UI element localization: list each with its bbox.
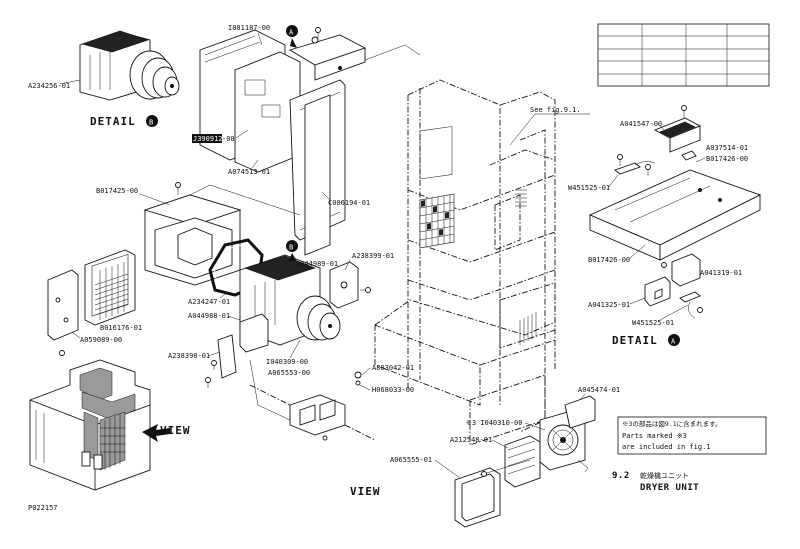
clip-A037514 — [681, 150, 697, 161]
drawing-number: P022157 — [28, 504, 58, 512]
figure-title-jp: 乾燥機ユニット — [640, 471, 689, 480]
part-label-J390912-suffix: -00 — [222, 135, 235, 143]
note-box: ※3の部品は図9.1に含まれます。 Parts marked ※3 are in… — [617, 416, 767, 455]
top-bracket — [288, 34, 367, 81]
part-label-A234256: A234256-01 — [28, 82, 70, 90]
detail-b-title: DETAIL — [90, 115, 136, 128]
callout-b-badge — [146, 115, 158, 127]
callout-a-badge-top — [286, 25, 298, 37]
view-arrow-label: VIEW — [160, 424, 191, 437]
part-label-I040309: I040309-00 — [266, 358, 308, 366]
sensor-W451525-bottom — [679, 291, 701, 319]
screws — [59, 27, 703, 388]
part-label-B017426-left: B017426-00 — [588, 256, 630, 264]
part-label-H068033: H068033-00 — [372, 386, 414, 394]
part-label-B016176: B016176-01 — [100, 324, 142, 332]
part-label-I081187: I081187-00 — [228, 24, 270, 32]
part-label-A041319: A041319-01 — [700, 269, 742, 277]
bracket-A041547 — [653, 117, 702, 153]
view-bottom-label: VIEW — [350, 485, 381, 498]
figure-title-en: DRYER UNIT — [640, 483, 699, 493]
frame-A065555 — [454, 467, 501, 528]
detail-a-bracket — [588, 169, 762, 261]
part-label-C006194: C006194-01 — [328, 199, 370, 207]
part-label-A065553: A065553-00 — [268, 369, 310, 377]
part-label-A059089: A059089-00 — [80, 336, 122, 344]
part-label-A234247: A234247-01 — [188, 298, 230, 306]
part-label-B017426-top: B017426-00 — [706, 155, 748, 163]
bracket-A044988 — [239, 313, 269, 353]
switch-A041325 — [644, 276, 671, 307]
part-label-A037514: A037514-01 — [706, 144, 748, 152]
note-line-3: are included in fig.1 — [622, 443, 711, 451]
main-frame — [374, 79, 556, 446]
detail-a-title: DETAIL — [612, 334, 658, 347]
revision-table — [597, 23, 770, 87]
mount-H068033 — [289, 371, 362, 441]
filter-A212548 — [504, 435, 541, 488]
callout-b-letter-blower: B — [289, 244, 293, 252]
bracket-A041319 — [671, 253, 701, 287]
bracket-A238398 — [217, 334, 237, 379]
note-line-2: Parts marked ※3 — [622, 432, 687, 440]
detail-b-motor — [79, 30, 180, 101]
figure-title: 9.2 乾燥機ユニット DRYER UNIT — [612, 471, 699, 493]
part-label-A212548: A212548-01 — [450, 436, 492, 444]
part-label-A803042: A803042-01 — [372, 364, 414, 372]
part-label-A065555: A065555-01 — [390, 456, 432, 464]
plate-A059089 — [47, 269, 79, 341]
note-line-1: ※3の部品は図9.1に含まれます。 — [622, 419, 722, 428]
board-A074513 — [234, 51, 301, 173]
callout-a-letter: A — [671, 338, 676, 346]
part-label-A041547: A041547-00 — [620, 120, 662, 128]
vent-slots — [515, 189, 537, 345]
part-label-A044989: A044989-01 — [296, 260, 338, 268]
sensor-W451525-top — [614, 161, 656, 175]
part-label-A045474: A045474-01 — [578, 386, 620, 394]
heater-B016176 — [84, 249, 136, 326]
see-fig-label: See fig.9.1. — [530, 106, 581, 114]
callout-a-letter-top: A — [289, 29, 294, 37]
callout-b-letter: B — [149, 119, 153, 127]
duct-B017425 — [143, 194, 242, 286]
part-label-A238398: A238398-01 — [168, 352, 210, 360]
part-label-A074513: A074513-01 — [228, 168, 270, 176]
machine-view — [29, 359, 151, 491]
part-label-W451525-top: W451525-01 — [568, 184, 610, 192]
view-arrow-icon — [142, 424, 170, 442]
part-label-A238399: A238399-01 — [352, 252, 394, 260]
callout-a-badge — [668, 334, 680, 346]
part-label-A044988: A044988-01 — [188, 312, 230, 320]
part-label-B017425: B017425-00 — [96, 187, 138, 195]
callout-b-badge-blower — [286, 240, 298, 252]
part-label-W451525-bottom: W451525-01 — [632, 319, 674, 327]
radiator-grid — [419, 193, 455, 249]
part-label-I040310: ※3 I040310-00 — [466, 419, 522, 427]
bracket-A044989 — [329, 261, 359, 309]
cover-C006194 — [289, 79, 346, 256]
figure-number: 9.2 — [612, 471, 630, 481]
part-label-A041325: A041325-01 — [588, 301, 630, 309]
part-label-J390912: J390912 — [193, 135, 223, 143]
guard-A045474 — [564, 395, 596, 429]
